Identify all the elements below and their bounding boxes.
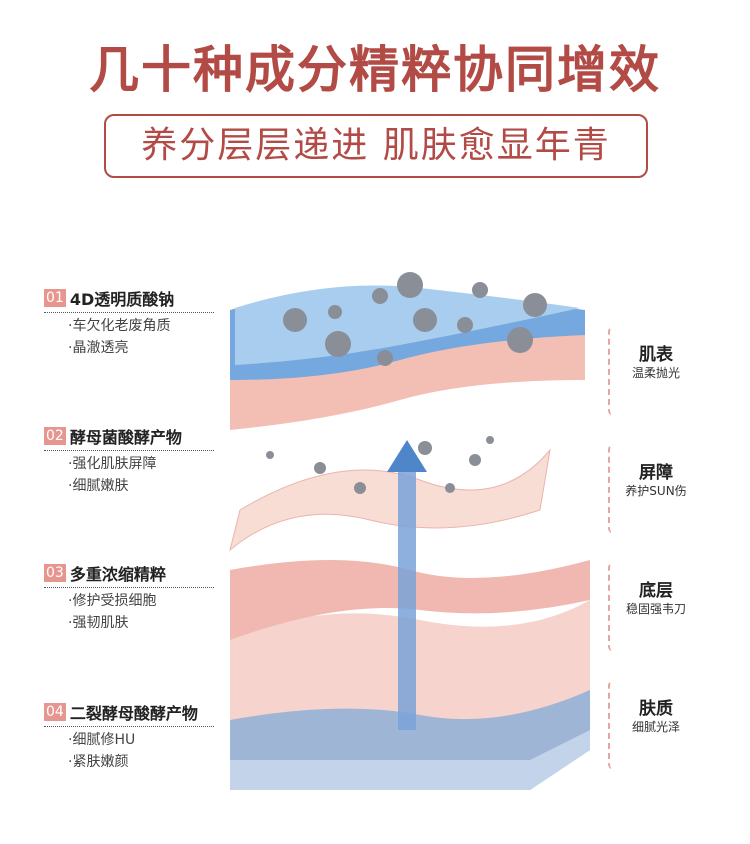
- point: ·修护受损细胞: [68, 593, 157, 609]
- point: ·强韧肌肤: [68, 615, 129, 631]
- point: ·车欠化老废角质: [68, 318, 171, 334]
- up-arrow-icon: [387, 440, 427, 730]
- badge: 01: [44, 289, 66, 307]
- point: ·晶澈透亮: [68, 340, 129, 356]
- layer-label-3: 底层稳固强韦刀: [608, 562, 708, 652]
- badge: 04: [44, 703, 66, 721]
- layer-label-4: 肤质细腻光泽: [608, 680, 708, 770]
- molecules: [266, 272, 547, 494]
- badge: 03: [44, 564, 66, 582]
- skin-layers-illustration: [229, 272, 590, 790]
- point: ·细腻嫩肤: [68, 478, 129, 494]
- point: ·强化肌肤屏障: [68, 456, 157, 472]
- ingredient-name: 4D透明质酸钠: [69, 290, 175, 309]
- page-title: 几十种成分精粹协同增效: [89, 40, 661, 99]
- barrier-layer: [229, 448, 551, 552]
- point: ·细腻修HU: [68, 732, 136, 748]
- ingredient-name: 多重浓缩精粹: [69, 565, 166, 584]
- surface-layer: [230, 285, 585, 430]
- subtitle-box: 养分层层递进 肌肤愈显年青: [104, 114, 648, 178]
- point: ·紧肤嫩颜: [68, 754, 129, 770]
- layer-label-2: 屏障养护SUN伤: [608, 444, 708, 534]
- layer-label-1: 肌表温柔抛光: [608, 326, 708, 416]
- ingredient-name: 酵母菌酸酵产物: [69, 428, 182, 447]
- ingredient-name: 二裂酵母酸酵产物: [69, 704, 198, 723]
- badge: 02: [44, 427, 66, 445]
